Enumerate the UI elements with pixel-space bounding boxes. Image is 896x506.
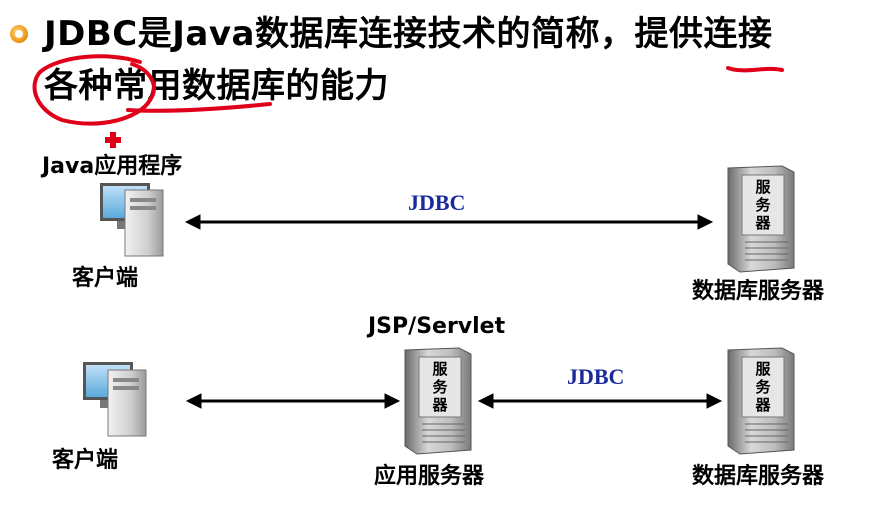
annotation-underline — [726, 66, 784, 73]
bottom-db-server-label: 数据库服务器 — [692, 464, 825, 489]
server-icon — [404, 347, 472, 455]
top-db-server-label: 数据库服务器 — [692, 279, 825, 304]
heading-line-1: JDBC是Java数据库连接技术的简称，提供连接 — [44, 14, 773, 54]
heading-line-2: 各种常用数据库的能力 — [44, 66, 389, 106]
top-jdbc-label: JDBC — [408, 190, 466, 215]
top-client-label: 客户端 — [72, 266, 139, 291]
bottom-jdbc-label: JDBC — [567, 364, 625, 389]
bullet-icon — [10, 25, 28, 43]
bottom-db-server-text: 服 务 器 — [755, 360, 771, 414]
top-db-server-text: 服 务 器 — [755, 178, 771, 232]
app-server-text: 服 务 器 — [432, 360, 448, 414]
jsp-servlet-title: JSP/Servlet — [368, 314, 506, 339]
annotation-ellipse — [32, 54, 156, 126]
plus-icon — [105, 132, 121, 148]
java-app-label: Java应用程序 — [42, 154, 183, 179]
bottom-client-label: 客户端 — [52, 448, 119, 473]
server-icon — [727, 347, 795, 455]
app-server-label: 应用服务器 — [374, 464, 485, 489]
server-icon — [727, 165, 795, 273]
annotation-underline-short — [126, 102, 272, 113]
